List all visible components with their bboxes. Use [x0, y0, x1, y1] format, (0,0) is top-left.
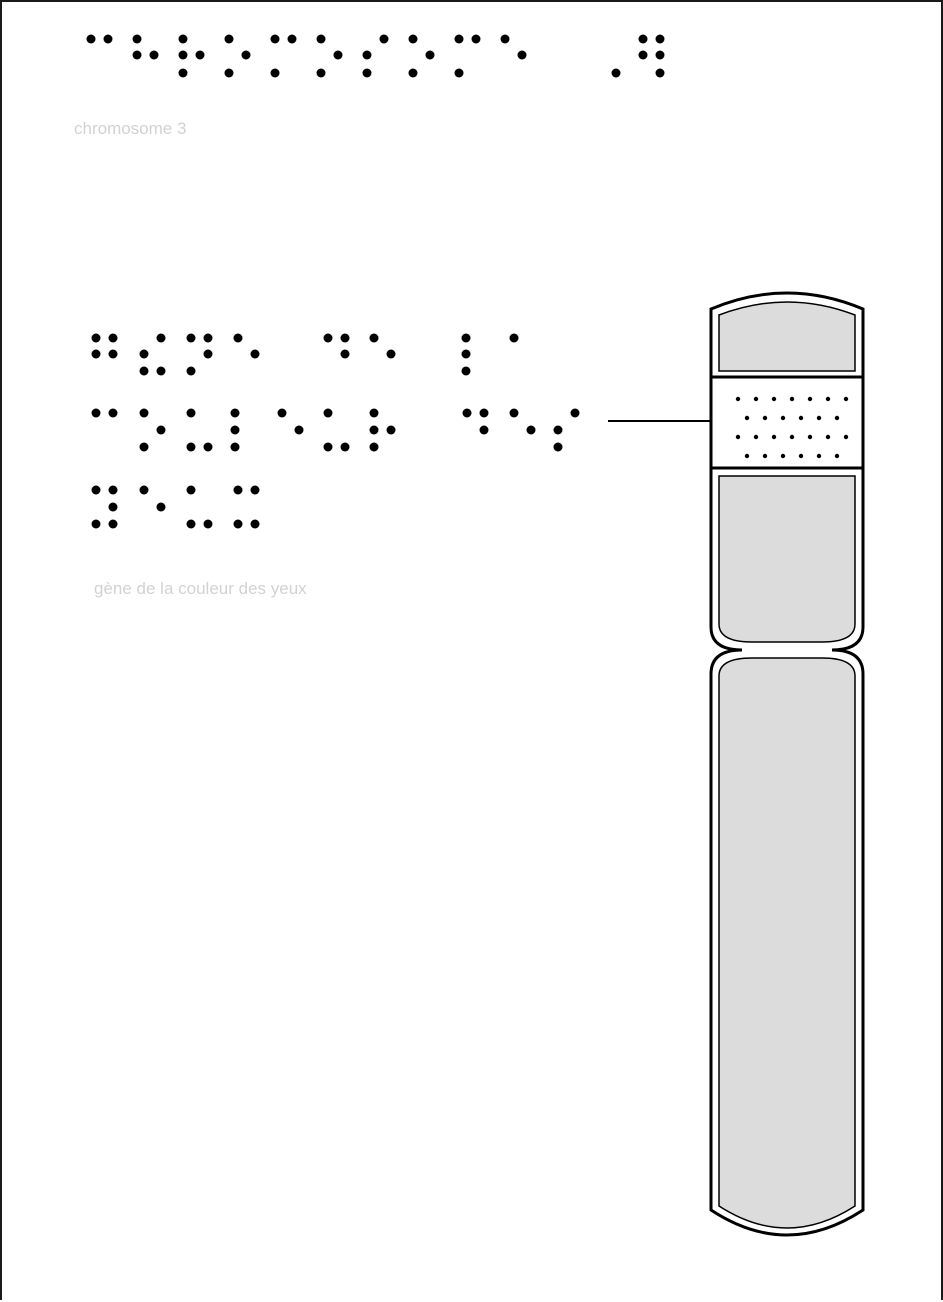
band-dot: [754, 397, 758, 401]
band-dot: [835, 454, 839, 458]
band-dot: [763, 416, 767, 420]
band-dot: [799, 416, 803, 420]
band-dot: [826, 435, 830, 439]
band-dot: [817, 416, 821, 420]
band-dot: [763, 454, 767, 458]
band-dot: [808, 435, 812, 439]
band-dot: [781, 454, 785, 458]
band-dot: [736, 435, 740, 439]
band-dot: [826, 397, 830, 401]
band-dot: [781, 416, 785, 420]
band-dot: [772, 397, 776, 401]
chromosome-upper-arm: [711, 293, 863, 377]
band-dot: [808, 397, 812, 401]
band-dot: [844, 435, 848, 439]
band-dot: [736, 397, 740, 401]
band-dot: [790, 397, 794, 401]
band-dot: [799, 454, 803, 458]
band-dot: [772, 435, 776, 439]
band-dot: [754, 435, 758, 439]
band-dot: [835, 416, 839, 420]
gene-band: [711, 377, 863, 468]
band-dot: [745, 416, 749, 420]
chromosome-lower-section: [711, 468, 863, 1235]
band-dot: [844, 397, 848, 401]
band-dot: [790, 435, 794, 439]
band-dot: [745, 454, 749, 458]
band-dot: [817, 454, 821, 458]
